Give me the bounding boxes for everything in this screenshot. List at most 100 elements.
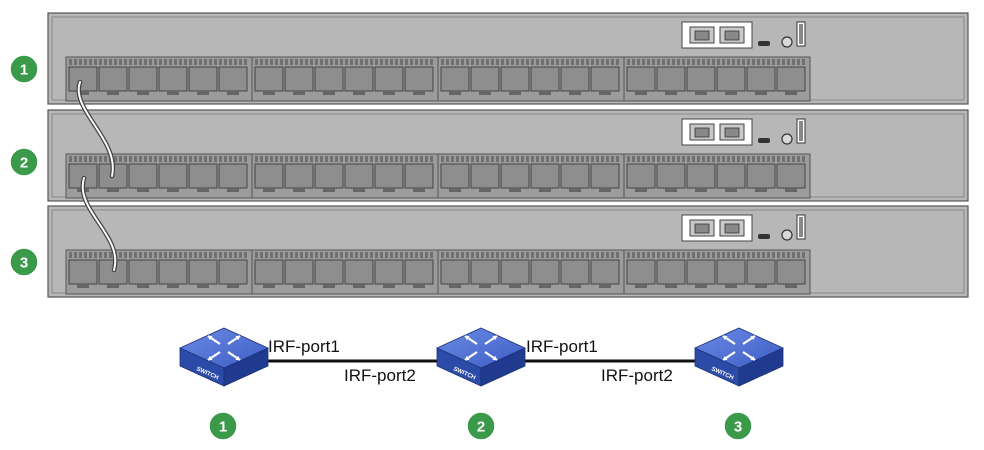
- svg-text:1: 1: [20, 62, 28, 79]
- sfp-port[interactable]: [746, 259, 776, 285]
- usb-port[interactable]: [758, 138, 770, 143]
- switch-icon-3: SWITCH: [694, 327, 784, 387]
- switch-chassis-3: [47, 205, 969, 298]
- sfp-port[interactable]: [656, 163, 686, 189]
- sfp-port[interactable]: [686, 163, 716, 189]
- sfp-port[interactable]: [530, 163, 560, 189]
- reset-button[interactable]: [781, 133, 793, 145]
- sfp-port[interactable]: [68, 66, 98, 92]
- sfp-port[interactable]: [314, 66, 344, 92]
- sfp-port[interactable]: [716, 163, 746, 189]
- sfp-port[interactable]: [590, 259, 620, 285]
- sfp-port[interactable]: [404, 259, 434, 285]
- sfp-port[interactable]: [530, 66, 560, 92]
- sfp-port[interactable]: [404, 163, 434, 189]
- sfp-port[interactable]: [158, 66, 188, 92]
- sfp-port[interactable]: [128, 259, 158, 285]
- sfp-port[interactable]: [626, 163, 656, 189]
- sfp-port[interactable]: [656, 66, 686, 92]
- sfp-port[interactable]: [776, 259, 806, 285]
- sfp-port[interactable]: [626, 66, 656, 92]
- device-stack: [47, 12, 969, 298]
- sfp-port[interactable]: [716, 66, 746, 92]
- sfp-port[interactable]: [98, 66, 128, 92]
- sfp-port[interactable]: [344, 259, 374, 285]
- sfp-port[interactable]: [746, 66, 776, 92]
- sfp-port[interactable]: [188, 163, 218, 189]
- sfp-port[interactable]: [158, 259, 188, 285]
- sfp-port[interactable]: [626, 259, 656, 285]
- sfp-port[interactable]: [218, 163, 248, 189]
- sfp-port[interactable]: [128, 66, 158, 92]
- sfp-port[interactable]: [686, 66, 716, 92]
- link2-left-port-label: IRF-port1: [526, 337, 598, 356]
- link1-left-port-label: IRF-port1: [268, 337, 340, 356]
- sfp-port[interactable]: [314, 259, 344, 285]
- sfp-port[interactable]: [470, 259, 500, 285]
- management-ports: [681, 21, 753, 49]
- sfp-port[interactable]: [284, 259, 314, 285]
- sfp-port[interactable]: [656, 259, 686, 285]
- sfp-port[interactable]: [374, 163, 404, 189]
- sfp-port[interactable]: [560, 259, 590, 285]
- sfp-port-group-3: [437, 56, 625, 102]
- sfp-port[interactable]: [440, 259, 470, 285]
- sfp-port[interactable]: [284, 66, 314, 92]
- sfp-port[interactable]: [374, 259, 404, 285]
- sfp-port[interactable]: [776, 163, 806, 189]
- link1-right-port-label: IRF-port2: [344, 366, 416, 385]
- svg-text:1: 1: [219, 419, 227, 436]
- sfp-port[interactable]: [188, 66, 218, 92]
- sfp-port-group-3: [437, 249, 625, 295]
- sfp-port[interactable]: [254, 66, 284, 92]
- link2-right-port-label: IRF-port2: [601, 366, 673, 385]
- sfp-port[interactable]: [746, 163, 776, 189]
- sfp-port[interactable]: [188, 259, 218, 285]
- reset-button[interactable]: [781, 229, 793, 241]
- sfp-port[interactable]: [218, 259, 248, 285]
- device-badge-1: 1: [9, 54, 39, 84]
- topology-badge-1: 1: [208, 411, 238, 441]
- sfp-port-group-1: [65, 249, 253, 295]
- sfp-port[interactable]: [590, 66, 620, 92]
- sfp-port[interactable]: [284, 163, 314, 189]
- sfp-port[interactable]: [590, 163, 620, 189]
- sfp-port-group-2: [251, 249, 439, 295]
- sfp-port[interactable]: [158, 163, 188, 189]
- sfp-port[interactable]: [776, 66, 806, 92]
- sfp-port[interactable]: [470, 163, 500, 189]
- sfp-port[interactable]: [560, 163, 590, 189]
- sfp-port[interactable]: [716, 259, 746, 285]
- usb-port[interactable]: [758, 234, 770, 239]
- switch-chassis-2: [47, 109, 969, 202]
- sfp-port-group-3: [437, 153, 625, 199]
- management-ports: [681, 214, 753, 242]
- sfp-port[interactable]: [470, 66, 500, 92]
- reset-button[interactable]: [781, 36, 793, 48]
- sfp-port[interactable]: [68, 259, 98, 285]
- sfp-port-group-1: [65, 153, 253, 199]
- sfp-port[interactable]: [686, 259, 716, 285]
- sfp-port[interactable]: [500, 259, 530, 285]
- sfp-port[interactable]: [314, 163, 344, 189]
- sfp-port[interactable]: [440, 66, 470, 92]
- sfp-port[interactable]: [218, 66, 248, 92]
- sfp-port[interactable]: [500, 163, 530, 189]
- sfp-port[interactable]: [560, 66, 590, 92]
- irf-cable-2-3: [81, 177, 117, 271]
- sfp-port-group-4: [623, 249, 811, 295]
- usb-port[interactable]: [758, 41, 770, 46]
- sfp-port[interactable]: [500, 66, 530, 92]
- sfp-port[interactable]: [374, 66, 404, 92]
- sfp-port[interactable]: [530, 259, 560, 285]
- sfp-port[interactable]: [440, 163, 470, 189]
- device-badge-2: 2: [9, 147, 39, 177]
- switch-icon-1: SWITCH: [179, 327, 269, 387]
- sfp-port[interactable]: [404, 66, 434, 92]
- sfp-port[interactable]: [344, 163, 374, 189]
- sfp-port[interactable]: [128, 163, 158, 189]
- sfp-port[interactable]: [344, 66, 374, 92]
- sfp-port[interactable]: [254, 259, 284, 285]
- sfp-port[interactable]: [254, 163, 284, 189]
